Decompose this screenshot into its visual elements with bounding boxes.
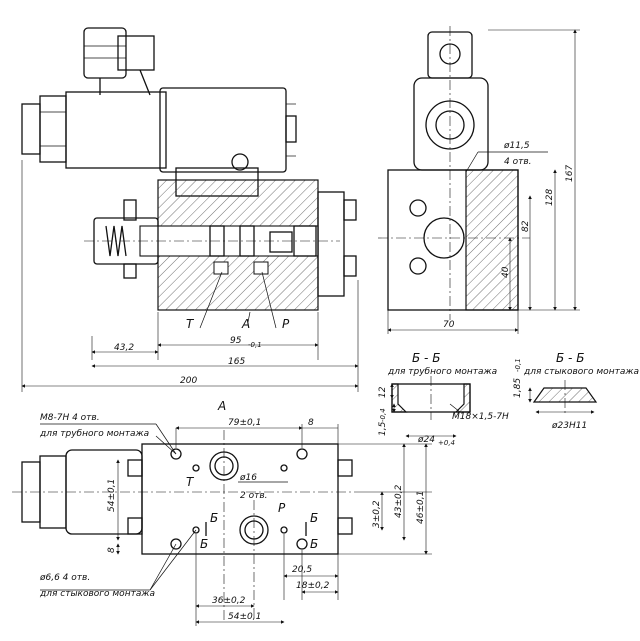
dim-d24-tol: +0,4 [438,439,455,447]
dim-43-2: 43,2 [114,343,134,353]
view-a-label: А [217,399,226,413]
dim-d23: ø23H11 [551,421,587,431]
section-flange [528,380,598,414]
dim-d16-count: 2 отв. [240,491,268,501]
dim-54-v: 54±0,1 [107,479,117,512]
dim-167: 167 [565,165,575,182]
dim-d16: ø16 [239,473,257,483]
dim-d11-5-count: 4 отв. [504,157,532,167]
dim-95-tol: -0,1 [248,341,262,349]
dim-200: 200 [180,376,197,386]
dim-70: 70 [443,320,455,330]
section-pipe [390,376,471,438]
port-a-label: A [241,317,250,331]
dim-82: 82 [521,220,531,232]
dim-40: 40 [501,266,511,278]
side-view [378,26,580,334]
dim-46: 46±0,1 [416,491,426,524]
thread-m18: M18×1,5-7H [452,412,509,422]
section-mark-4: Б [310,537,318,551]
port-p-label: P [282,317,290,331]
front-view [21,27,359,392]
note-d6-6: ø6,6 4 отв. [39,573,90,583]
dim-128: 128 [545,189,555,206]
section-flange-subtitle: для стыкового монтажа [523,367,639,377]
port-t-top: T [186,475,195,489]
dim-3: 3±0,2 [372,500,382,528]
section-mark-3: Б [200,537,208,551]
dim-95: 95 [230,336,242,346]
dim-8-top: 8 [308,418,314,428]
port-p-top: P [278,501,286,515]
top-view [12,423,432,626]
section-mark-1: Б [210,511,218,525]
dim-8-left: 8 [107,547,117,553]
dim-1-5-tol: -0,4 [379,408,387,422]
port-t-label: T [186,317,195,331]
dim-36: 36±0,2 [212,596,246,606]
dim-1-85-tol: -0,1 [514,358,522,372]
dim-1-85: 1,85 [513,378,523,398]
note-m8-sub: для трубного монтажа [39,429,149,439]
note-m8: M8-7H 4 отв. [40,413,100,423]
dim-d11-5: ø11,5 [503,141,530,151]
dim-18: 18±0,2 [296,581,330,591]
dim-12: 12 [378,386,388,398]
dim-79: 79±0,1 [228,418,261,428]
dim-43-v: 43±0,2 [394,484,404,518]
dim-1-5: 1,5 [378,421,388,436]
section-pipe-subtitle: для трубного монтажа [387,367,497,377]
section-flange-title: Б - Б [556,351,584,365]
dim-20-5: 20,5 [292,565,312,575]
section-mark-2: Б [310,511,318,525]
note-d6-6-sub: для стыкового монтажа [39,589,155,599]
dim-d24: ø24 [417,435,435,445]
dim-165: 165 [228,357,245,367]
dim-54-h: 54±0,1 [228,612,261,622]
section-pipe-title: Б - Б [412,351,440,365]
